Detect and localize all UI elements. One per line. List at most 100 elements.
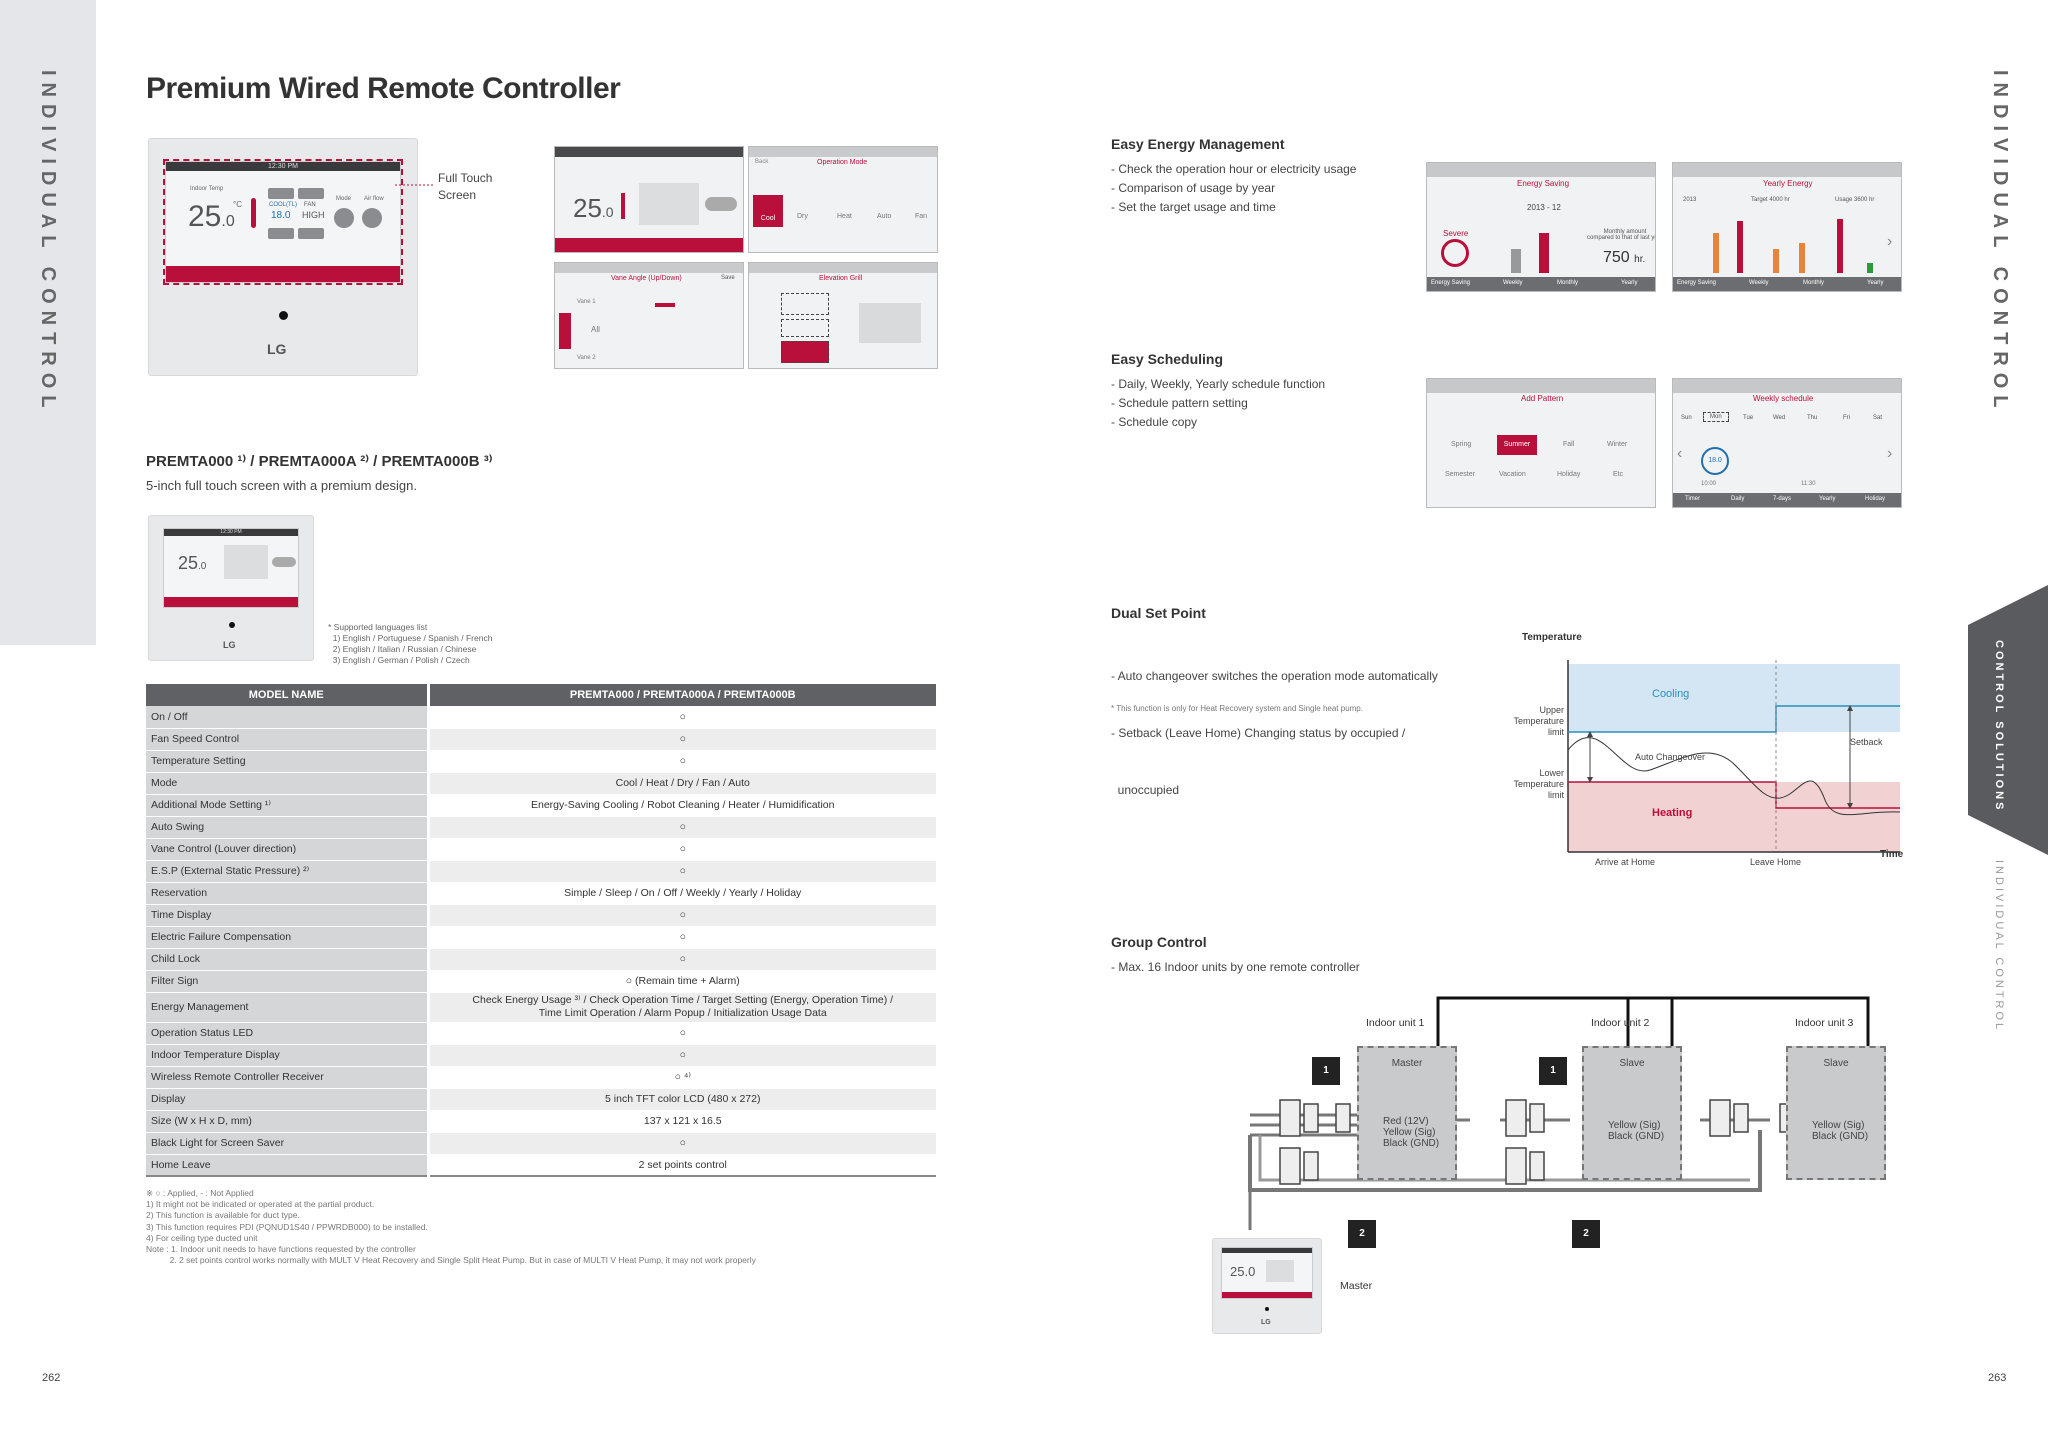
- connector: [1529, 1151, 1545, 1181]
- vane-side-tab[interactable]: [559, 313, 571, 349]
- tab-7-days[interactable]: 7-days: [1773, 496, 1792, 502]
- header-model-name: MODEL NAME: [146, 684, 430, 706]
- row-label: Black Light for Screen Saver: [146, 1132, 430, 1155]
- pattern-winter[interactable]: Winter: [1607, 441, 1628, 448]
- row-label: E.S.P (External Static Pressure) ²⁾: [146, 860, 430, 883]
- group-master-controller: 25.0 LG: [1212, 1238, 1322, 1334]
- thumb-vane-save[interactable]: Save: [721, 275, 735, 281]
- mode-button-heat[interactable]: Heat: [837, 213, 852, 220]
- weekly-schedule-topbar: [1673, 379, 1901, 393]
- group-controller-bottombar: [1222, 1292, 1312, 1298]
- group-controller-logo: LG: [1261, 1319, 1271, 1326]
- table-row: Time Display○: [146, 904, 936, 927]
- day-mon[interactable]: Mon: [1703, 412, 1729, 422]
- day-sun[interactable]: Sun: [1681, 415, 1692, 421]
- schedule-time-2: 11:30: [1801, 481, 1816, 487]
- cable-bundle-lower: [1248, 1130, 1762, 1192]
- thumb-home-bottombar: [555, 238, 743, 252]
- elev-up-button[interactable]: [781, 293, 829, 315]
- screen-bottom-bar: [166, 266, 400, 282]
- small-screen-clock: 12:30 PM: [164, 529, 298, 536]
- day-sat[interactable]: Sat: [1873, 415, 1883, 421]
- chevron-right-icon[interactable]: ›: [1887, 445, 1893, 462]
- pattern-holiday[interactable]: Holiday: [1557, 471, 1581, 478]
- row-value: ○: [428, 948, 936, 971]
- chevron-right-icon[interactable]: ›: [1887, 233, 1893, 250]
- section-tab-label: CONTROL SOLUTIONS: [1993, 640, 2005, 813]
- thumb-elevation-grill: Elevation Grill: [748, 262, 938, 369]
- tab-energy-saving[interactable]: Energy Saving: [1677, 280, 1717, 286]
- callout-line: [395, 184, 433, 186]
- controller-device: 12:30 PM Indoor Temp 25.0 °C COOL(TL) 18…: [148, 138, 418, 376]
- tab-timer[interactable]: Timer: [1685, 496, 1701, 502]
- tab-yearly[interactable]: Yearly: [1819, 496, 1836, 502]
- row-label: Display: [146, 1088, 430, 1111]
- yearly-energy-year: 2013: [1683, 197, 1697, 203]
- tab-daily[interactable]: Daily: [1731, 496, 1745, 502]
- row-label: Fan Speed Control: [146, 728, 430, 751]
- vane-option-2[interactable]: Vane 2: [577, 355, 596, 361]
- indoor-unit-3-role: Slave: [1823, 1058, 1849, 1069]
- page-number-right: 263: [1988, 1372, 2007, 1384]
- day-tue[interactable]: Tue: [1743, 415, 1754, 421]
- pattern-fall[interactable]: Fall: [1563, 441, 1575, 448]
- mode-button-dry[interactable]: Dry: [797, 213, 808, 220]
- yearly-bar: [1773, 249, 1779, 273]
- mode-label: Mode: [336, 196, 352, 202]
- row-value: Simple / Sleep / On / Off / Weekly / Yea…: [428, 882, 936, 905]
- mode-button-auto[interactable]: Auto: [877, 213, 892, 220]
- pattern-vacation[interactable]: Vacation: [1499, 471, 1526, 478]
- pattern-semester[interactable]: Semester: [1445, 471, 1475, 478]
- heating-label: Heating: [1652, 807, 1693, 819]
- weekly-schedule-title: Weekly schedule: [1753, 394, 1814, 403]
- energy-bullet: - Comparison of usage by year: [1111, 181, 1276, 195]
- pattern-etc[interactable]: Etc: [1613, 471, 1624, 478]
- vane-option-all[interactable]: All: [591, 325, 600, 334]
- header-model-values: PREMTA000 / PREMTA000A / PREMTA000B: [428, 684, 936, 706]
- mode-button-cool[interactable]: Cool: [753, 195, 783, 227]
- tab-monthly[interactable]: Monthly: [1803, 280, 1825, 286]
- chevron-left-icon[interactable]: ‹: [1677, 445, 1683, 462]
- pattern-spring[interactable]: Spring: [1451, 441, 1472, 448]
- thumb-operation-mode: Operation Mode Back Cool Dry Heat Auto F…: [748, 146, 938, 253]
- airflow-icon[interactable]: [362, 208, 382, 228]
- pattern-summer[interactable]: Summer: [1497, 435, 1537, 455]
- small-status-led: [229, 622, 235, 628]
- thumb-opmode-title: Operation Mode: [817, 159, 868, 166]
- table-row: Electric Failure Compensation○: [146, 926, 936, 949]
- tab-energy-saving[interactable]: Energy Saving: [1431, 280, 1471, 286]
- vane-option-1[interactable]: Vane 1: [577, 299, 596, 305]
- row-value: ○ ⁴⁾: [428, 1066, 936, 1089]
- lg-logo: LG: [267, 341, 287, 357]
- tab-yearly[interactable]: Yearly: [1621, 280, 1638, 286]
- elev-down-button[interactable]: [781, 341, 829, 363]
- fan-up-button[interactable]: [298, 188, 324, 199]
- table-row: Operation Status LED○: [146, 1022, 936, 1045]
- day-thu[interactable]: Thu: [1807, 415, 1818, 421]
- snowflake-icon[interactable]: [334, 208, 354, 228]
- connector: [1505, 1099, 1527, 1137]
- row-value: ○: [428, 838, 936, 861]
- tab-weekly[interactable]: Weekly: [1749, 280, 1769, 286]
- row-label: Additional Mode Setting ¹⁾: [146, 794, 430, 817]
- tab-yearly[interactable]: Yearly: [1867, 280, 1884, 286]
- indoor-temp-label: Indoor Temp: [190, 186, 224, 192]
- small-lg-logo: LG: [223, 640, 236, 650]
- section-tab-notch-bottom: [1968, 815, 2048, 855]
- thumb-opmode-back[interactable]: Back: [755, 159, 769, 165]
- tab-holiday[interactable]: Holiday: [1865, 496, 1886, 502]
- day-fri[interactable]: Fri: [1843, 415, 1850, 421]
- section-tab-notch-top: [1968, 585, 2048, 625]
- tab-monthly[interactable]: Monthly: [1557, 280, 1579, 286]
- page-number-left: 262: [42, 1372, 61, 1384]
- elev-stop-button[interactable]: [781, 319, 829, 337]
- row-value: ○: [428, 1132, 936, 1155]
- temp-up-button[interactable]: [268, 188, 294, 199]
- tab-weekly[interactable]: Weekly: [1503, 280, 1523, 286]
- mode-button-fan[interactable]: Fan: [915, 213, 928, 220]
- status-led: [279, 311, 288, 320]
- fan-down-button[interactable]: [298, 228, 324, 239]
- day-wed[interactable]: Wed: [1773, 415, 1786, 421]
- weekly-schedule-screen: Weekly schedule Sun Mon Tue Wed Thu Fri …: [1672, 378, 1902, 508]
- temp-down-button[interactable]: [268, 228, 294, 239]
